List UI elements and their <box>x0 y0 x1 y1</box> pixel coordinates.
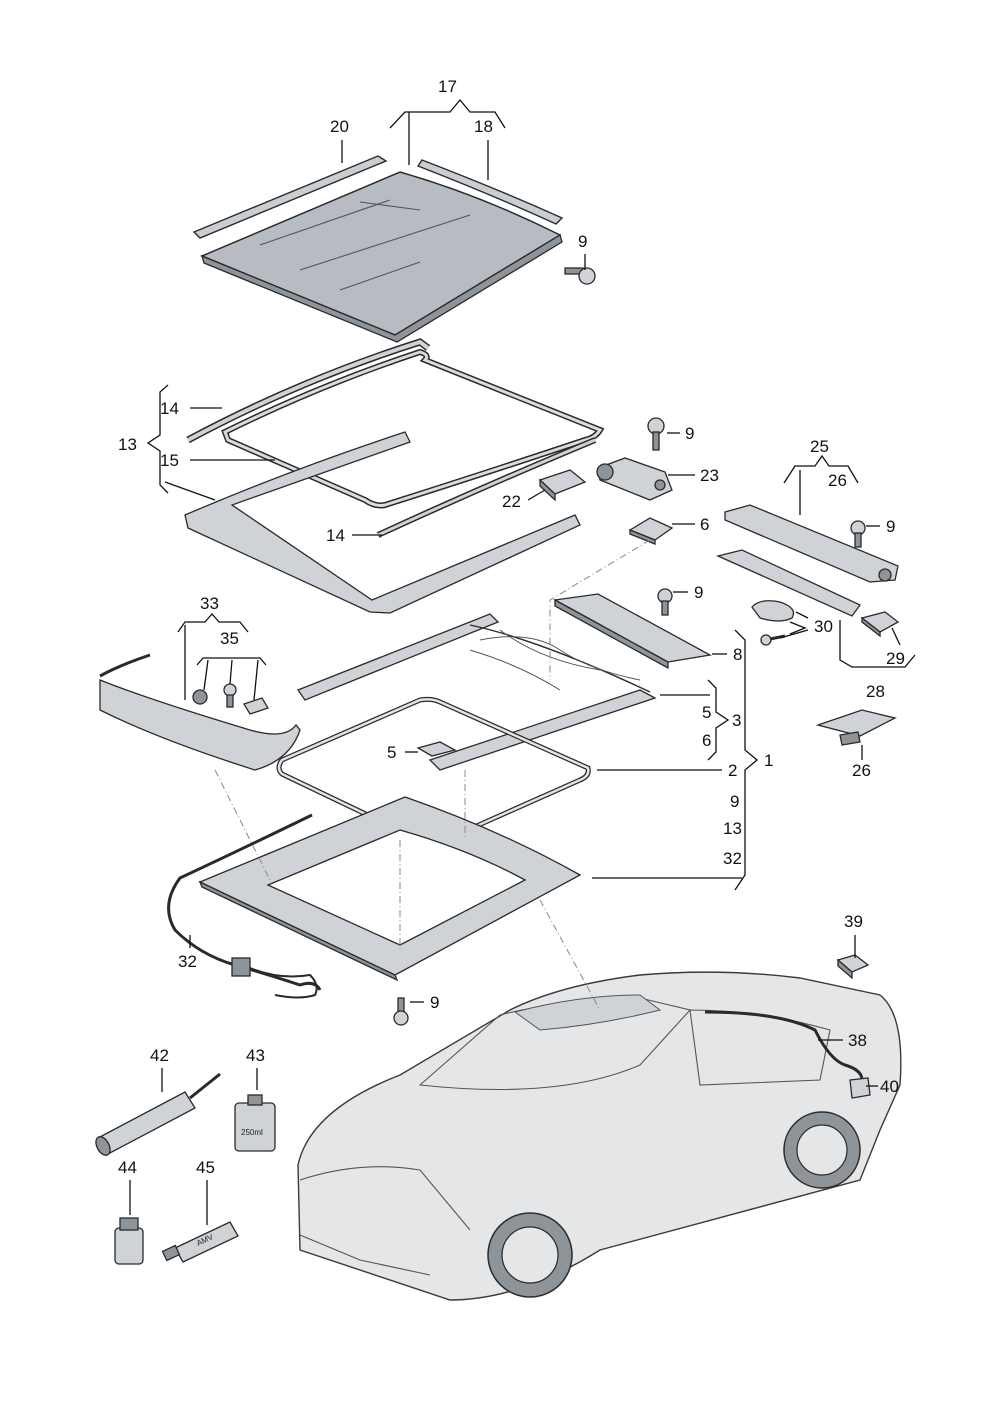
label-32-list: 32 <box>723 849 742 868</box>
label-9-cover: 9 <box>694 583 703 602</box>
label-13-brace: 13 <box>118 435 137 454</box>
label-40: 40 <box>880 1077 899 1096</box>
label-9-list: 9 <box>730 792 739 811</box>
frame-seal-board <box>184 431 581 614</box>
label-6-brace: 6 <box>702 731 711 750</box>
primer-bottle <box>114 1217 144 1265</box>
rail-bracket <box>416 741 457 757</box>
roof-frame <box>198 796 582 982</box>
label-9-glass: 9 <box>578 232 587 251</box>
motor-bracket <box>628 517 674 545</box>
label-26-bracket: 26 <box>828 471 847 490</box>
label-39: 39 <box>844 912 863 931</box>
drain-clip <box>836 954 870 980</box>
label-13-list: 13 <box>723 819 742 838</box>
control-unit <box>538 469 587 502</box>
front-cross-member <box>716 549 861 617</box>
pad-screw-icon <box>760 634 786 646</box>
roof-bolt-icon <box>393 997 409 1026</box>
assembly-lines <box>214 539 651 1011</box>
label-28: 28 <box>866 682 885 701</box>
motor-bolt-icon <box>647 417 665 451</box>
label-25: 25 <box>810 437 829 456</box>
cross-member-bolt-icon <box>850 520 866 548</box>
label-35: 35 <box>220 629 239 648</box>
label-3: 3 <box>732 711 741 730</box>
label-5-brace: 5 <box>702 703 711 722</box>
label-9-roof: 9 <box>430 993 439 1012</box>
label-45: 45 <box>196 1158 215 1177</box>
cartridge <box>95 1072 221 1156</box>
label-44: 44 <box>118 1158 137 1177</box>
label-18: 18 <box>474 117 493 136</box>
front-seal-lower <box>376 437 597 538</box>
sunroof-frame <box>296 613 657 771</box>
label-42: 42 <box>150 1046 169 1065</box>
label-5-rail: 5 <box>387 743 396 762</box>
front-trim <box>99 653 301 771</box>
bracket-26 <box>815 709 897 746</box>
can-250ml: 250ml <box>234 1094 276 1152</box>
label-20: 20 <box>330 117 349 136</box>
slide-pad <box>751 600 795 622</box>
guide-block <box>860 611 900 638</box>
label-2: 2 <box>728 761 737 780</box>
callout-labels: 17 18 20 9 14 13 15 14 22 23 9 6 25 26 9… <box>118 77 905 1177</box>
cover-bolt-icon <box>657 588 673 616</box>
label-32-harness: 32 <box>178 952 197 971</box>
trim-clips <box>192 683 269 715</box>
label-1: 1 <box>764 751 773 770</box>
label-30: 30 <box>814 617 833 636</box>
label-15: 15 <box>160 451 179 470</box>
glass-bolt-icon <box>564 267 596 285</box>
outer-seal <box>186 338 431 444</box>
label-14-upper: 14 <box>160 399 179 418</box>
car-illustration <box>297 971 902 1301</box>
label-38: 38 <box>848 1031 867 1050</box>
label-6-bracket: 6 <box>700 515 709 534</box>
rear-seal-strip <box>416 159 564 225</box>
label-14-lower: 14 <box>326 526 345 545</box>
adhesive-tube: AMV <box>161 1221 239 1263</box>
label-26: 26 <box>852 761 871 780</box>
rear-cover <box>552 593 712 670</box>
label-23: 23 <box>700 466 719 485</box>
label-8: 8 <box>733 645 742 664</box>
label-29: 29 <box>886 649 905 668</box>
front-wind-deflector-strip <box>192 155 388 239</box>
label-17: 17 <box>438 77 457 96</box>
rear-cross-member <box>724 504 899 583</box>
frame-seal-ring <box>276 696 591 845</box>
label-33: 33 <box>200 594 219 613</box>
label-22: 22 <box>502 492 521 511</box>
label-9-motor: 9 <box>685 424 694 443</box>
leader-lines <box>129 98 916 1225</box>
glass-panel <box>200 171 563 343</box>
inner-seal-ring <box>221 348 605 509</box>
motor-unit <box>596 457 673 501</box>
can-volume-label: 250ml <box>241 1128 263 1137</box>
label-43: 43 <box>246 1046 265 1065</box>
label-9-cross: 9 <box>886 517 895 536</box>
